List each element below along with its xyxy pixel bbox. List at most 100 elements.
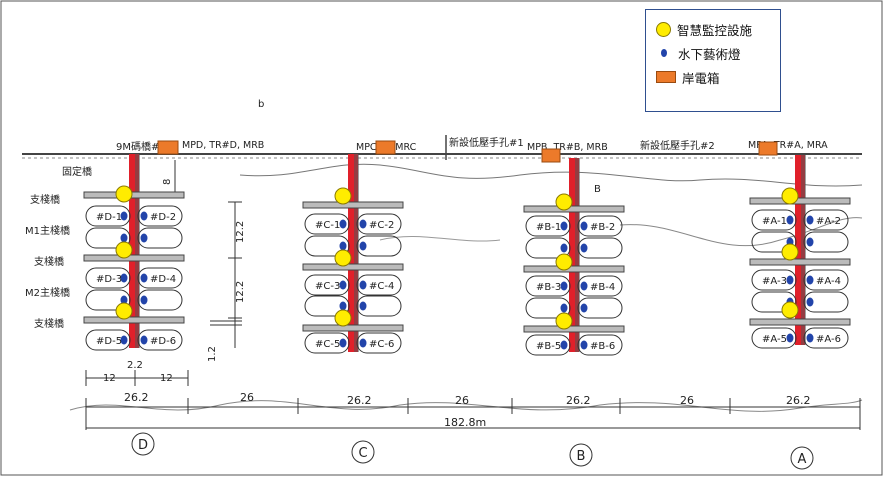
berth-label-a-5: #A-5	[762, 334, 787, 345]
yellow-circle-icon	[656, 21, 671, 37]
seabed-curve-4	[69, 399, 863, 412]
boat-slip-left-d-3	[85, 267, 131, 289]
hand-hole-2-label: 新設低壓手孔#2	[640, 139, 715, 152]
dim-gap-1: 26	[240, 391, 254, 404]
boat-slip-right-b-1	[577, 215, 623, 237]
boat-slip-left-c-5	[304, 332, 350, 354]
berth-label-b-2: #B-2	[590, 222, 615, 233]
dim-span-2: 26.2	[347, 394, 372, 407]
main-bridge-m2-label: M2主棧橋	[25, 286, 70, 299]
monitoring-camera-d-2	[115, 241, 133, 259]
dim-v12-a: 12.2	[235, 221, 246, 243]
boat-slip-left-d-5	[85, 329, 131, 351]
docks-layer: #D-1#D-2#D-3#D-4#D-5#D-6#C-1#C-2#C-3#C-4…	[83, 154, 851, 356]
mark-label-2: B	[594, 184, 601, 195]
finger-pier-c-1	[302, 201, 404, 209]
boat-slip-left-a-1	[751, 209, 797, 231]
seabed-curve-1	[239, 163, 863, 187]
main-pier-b	[569, 158, 579, 352]
underwater-light-right-d-3	[140, 335, 148, 345]
underwater-light-left-d-2	[120, 273, 128, 283]
boat-slip-left-d-4	[85, 289, 131, 311]
branch-label-2: 支棧橋	[34, 255, 64, 268]
seabed-curve-2	[619, 217, 863, 247]
berth-label-b-1: #B-1	[536, 222, 561, 233]
boat-slip-right-a-2	[803, 231, 849, 253]
boat-slip-right-b-4	[577, 297, 623, 319]
dim-w2-2: 2.2	[127, 360, 143, 371]
boat-slip-right-b-3	[577, 275, 623, 297]
berth-label-d-4: #D-4	[150, 274, 176, 285]
underwater-light-right-b-3	[580, 340, 588, 350]
shore-power-box-b	[541, 148, 561, 163]
dock-circle-label-d: D	[138, 438, 148, 453]
monitoring-camera-c-2	[334, 249, 352, 267]
berth-label-a-1: #A-1	[762, 216, 787, 227]
berth-label-d-1: #D-1	[96, 212, 122, 223]
dim-v8: 8	[162, 179, 173, 185]
finger-pier-b-3	[523, 325, 625, 333]
monitoring-camera-a-1	[781, 187, 799, 205]
orange-box-icon	[656, 71, 676, 83]
boat-slip-right-d-4	[137, 289, 183, 311]
boat-slip-left-c-3	[304, 274, 350, 296]
legend-box: 智慧監控設施 水下藝術燈 岸電箱	[645, 9, 781, 112]
underwater-light-right-a-3	[806, 333, 814, 343]
berth-label-d-2: #D-2	[150, 212, 176, 223]
underwater-light-left-c-1	[339, 219, 347, 229]
fixed-bridge-label: 固定橋	[62, 165, 92, 178]
berth-label-a-3: #A-3	[762, 276, 787, 287]
monitoring-camera-c-1	[334, 187, 352, 205]
finger-pier-c-3	[302, 324, 404, 332]
boat-slip-right-a-1	[803, 209, 849, 231]
dim-gap-2: 26	[455, 394, 469, 407]
underwater-light-right-b-5	[580, 303, 588, 313]
underwater-light-right-b-4	[580, 243, 588, 253]
dock-d-box-label: MPD, TR#D, MRB	[182, 140, 264, 151]
boat-slip-right-a-3	[803, 269, 849, 291]
blue-dot-icon	[661, 49, 667, 57]
main-pier-hatch-a	[801, 155, 806, 345]
dock-a-top-label: MPA, TR#A, MRA	[748, 140, 828, 151]
underwater-light-left-d-1	[120, 211, 128, 221]
underwater-light-left-d-5	[120, 295, 128, 305]
boat-slip-left-d-1	[85, 205, 131, 227]
dock-circle-d	[131, 432, 155, 456]
dock-circle-label-a: A	[798, 452, 807, 467]
berth-label-d-6: #D-6	[150, 336, 176, 347]
berth-label-d-3: #D-3	[96, 274, 122, 285]
underwater-light-left-a-2	[786, 275, 794, 285]
dim-total: 182.8m	[444, 416, 486, 429]
dock-d-top-label: 9M碼橋#D	[116, 140, 167, 153]
finger-pier-c-2	[302, 263, 404, 271]
underwater-light-left-d-4	[120, 233, 128, 243]
dim-span-3: 26.2	[566, 394, 591, 407]
berth-label-b-3: #B-3	[536, 282, 561, 293]
underwater-light-right-a-5	[806, 297, 814, 307]
monitoring-camera-b-2	[555, 253, 573, 271]
boat-slip-right-c-4	[356, 295, 402, 317]
underwater-light-left-a-3	[786, 333, 794, 343]
dock-circle-label-b: B	[577, 449, 586, 464]
dock-circle-a	[790, 446, 814, 470]
finger-pier-d-1	[83, 191, 185, 199]
legend-label-underwater-light: 水下藝術燈	[678, 46, 741, 62]
main-pier-hatch-d	[135, 154, 140, 348]
underwater-light-right-b-1	[580, 221, 588, 231]
berth-label-b-4: #B-4	[590, 282, 615, 293]
boat-slip-right-d-3	[137, 267, 183, 289]
underwater-light-left-b-3	[560, 340, 568, 350]
finger-pier-a-1	[749, 197, 851, 205]
dim-v1-2: 1.2	[207, 346, 218, 362]
boat-slip-left-a-3	[751, 269, 797, 291]
underwater-light-right-a-4	[806, 237, 814, 247]
underwater-light-left-b-5	[560, 303, 568, 313]
boat-slip-right-c-2	[356, 235, 402, 257]
boat-slip-right-c-5	[356, 332, 402, 354]
boat-slip-left-b-3	[525, 275, 571, 297]
underwater-light-left-c-4	[339, 241, 347, 251]
underwater-light-right-d-2	[140, 273, 148, 283]
main-pier-d	[129, 154, 139, 348]
